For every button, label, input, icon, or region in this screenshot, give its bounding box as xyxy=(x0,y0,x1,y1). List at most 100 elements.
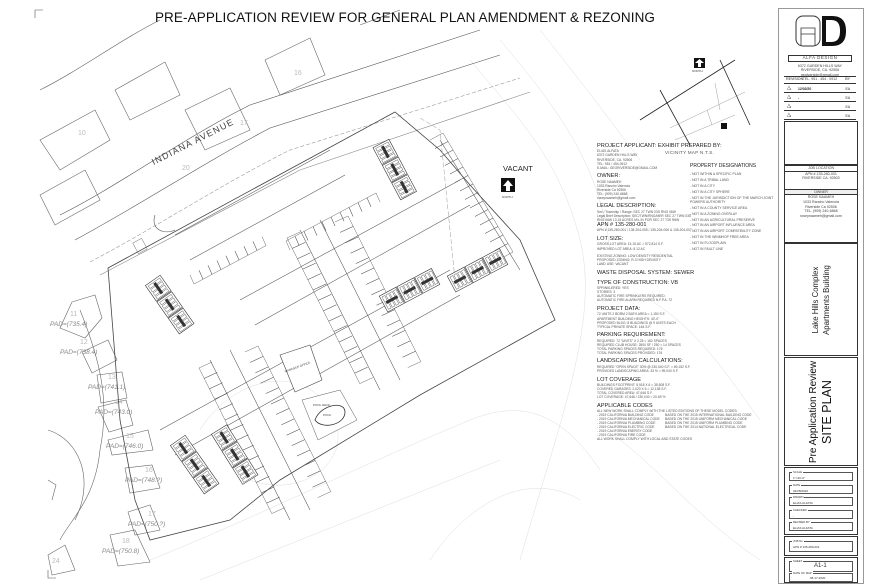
notes-line: REQUIRED "OPEN SPACE" 30% @ 230,040 S.F.… xyxy=(597,364,691,369)
sheet-title-box: Pre Application Review SITE PLAN xyxy=(784,357,858,466)
notes-line: TOTAL COVERED AREA: 47,646 S.F. xyxy=(597,391,653,396)
map-date-label: DATE OF MAP xyxy=(792,571,813,575)
parking-stall xyxy=(255,476,275,494)
crosswalk xyxy=(132,238,148,254)
code-row: - 2019 CALIFORNIA ENERGY CODE xyxy=(597,429,777,433)
notes-line: Sec / Township / Range: SEC 27 TWN 03S R… xyxy=(597,209,676,214)
job-location-city: RIVERSIDE CA. 92503 xyxy=(802,176,840,181)
owner-line: TEL. (909) 240-6868 xyxy=(804,209,838,214)
designation-item: - NOT IN AN AGRICULTURAL PRESERVE xyxy=(690,217,755,222)
job-number-box: JOB No APN # 135-280-001 xyxy=(784,536,858,556)
field-label: SCALE xyxy=(792,470,804,474)
parking-stall xyxy=(402,350,422,368)
revision-row: △2-EA xyxy=(784,93,856,102)
notes-line: TEL: 951 / 454-0912 xyxy=(597,161,628,166)
revision-by: EA xyxy=(845,95,850,100)
parking-stall xyxy=(216,255,231,270)
notes-heading: LOT COVERAGE xyxy=(597,376,642,383)
parking-stall xyxy=(250,356,269,374)
apartment-buildings xyxy=(145,138,509,495)
apartment-building xyxy=(372,138,417,201)
parking-stall xyxy=(334,215,354,233)
notes-line: RNG 06W 13.15 ACRES M/L IN POR SEC 27 T3… xyxy=(597,217,680,222)
title-block: ALFA DESIGN 6372 GARDEN HILLS WAY RIVERS… xyxy=(778,8,864,584)
parking-stall xyxy=(357,197,372,212)
designation-item: - NOT WITHIN A SPECIFIC PLAN xyxy=(690,172,742,176)
drive-aisles xyxy=(159,139,521,521)
parking-stall xyxy=(260,376,280,394)
parking-stall xyxy=(381,309,401,327)
notes-line: E-MAIL: GEORIVERSIDE@GMAIL.COM xyxy=(597,165,658,170)
field-value: 04/28/2020 xyxy=(793,488,809,493)
notes-section: EXISTING ZONING: LOW DENSITY RESIDENTIAL… xyxy=(597,254,777,266)
parking-stall xyxy=(281,418,300,436)
codes-footer: ALL WORK SHALL COMPLY WITH LOCAL AND STA… xyxy=(597,437,693,442)
firm-address-line: RIVERSIDE, CA. 92506 xyxy=(800,68,840,73)
apartment-building xyxy=(378,268,441,313)
contour-lines xyxy=(149,29,761,581)
notes-line: TOTAL PARKING SPACES PROVIDED: 176 xyxy=(597,350,663,355)
parking-stall xyxy=(198,265,213,280)
lot-number: 17 xyxy=(240,120,248,127)
codes-intro: ALL NEW WORK SHALL COMPLY WITH THE LISTE… xyxy=(597,409,738,414)
code-basis: BASED ON THE 2015 UNIFORM MECHANICAL COD… xyxy=(665,417,747,422)
field-value: - xyxy=(793,513,794,518)
parking-stall xyxy=(198,361,218,379)
parking-stall xyxy=(252,236,267,251)
notes-line: APARTMENT BUILDING HEIGHTS: 40'-0" xyxy=(597,316,660,321)
corner-mark xyxy=(34,9,43,18)
parking-stall xyxy=(189,270,204,285)
parking-stall xyxy=(339,207,354,222)
vacant-label: VACANT xyxy=(503,164,533,173)
designation-item: - NOT IN A CITY xyxy=(690,183,715,188)
vicinity-north-arrow-icon xyxy=(694,58,705,68)
pad-elevation-label: PAD=(748.?) xyxy=(125,477,163,484)
north-label: NORTH xyxy=(502,195,513,199)
code-basis: BASED ON THE 2014 NATIONAL ELECTRICAL CO… xyxy=(665,425,747,430)
parking-stall xyxy=(243,241,258,256)
property-designations-heading: PROPERTY DESIGNATIONS xyxy=(690,163,757,169)
pad-elevation-label: PAD=(746.0) xyxy=(106,443,144,450)
lot-number: 16 xyxy=(294,70,302,77)
parking-stall xyxy=(265,387,285,405)
parking-stall xyxy=(302,460,321,478)
parking-stall xyxy=(219,403,239,421)
notes-line: ROSE NAAMEH xyxy=(597,179,622,184)
neighbor-lots xyxy=(39,9,401,576)
manager-office-building xyxy=(279,344,323,393)
notes-line: AUTOMATIC FIRE ALARM REQUIRED N.F.P.A. 7… xyxy=(597,298,673,303)
firm-phone: TEL. 951 . 454 . 0912 xyxy=(802,77,838,82)
drawing-info-field: CHECKED- xyxy=(789,507,853,519)
code-name: - 2019 CALIFORNIA MECHANICAL CODE xyxy=(597,417,660,422)
pad-elevation-label: PAD=(738.4) xyxy=(60,349,98,356)
vicinity-north-label: NORTH xyxy=(692,69,703,73)
firm-name: ALFA DESIGN xyxy=(788,55,852,62)
parking-stall xyxy=(286,428,306,446)
parking-stall xyxy=(303,226,318,241)
apn-heading: APN # 135-280-001 xyxy=(597,222,647,229)
parking-stall xyxy=(366,278,385,296)
notes-line: STORIES: 3 xyxy=(597,290,616,295)
notes-line: BUILDINGS FOOTPRINT: 5,918 X 6 = 35,508 … xyxy=(597,382,671,387)
vicinity-map xyxy=(639,59,751,146)
notes-heading: PARKING REQUIREMENT: xyxy=(597,332,666,339)
parking-stall xyxy=(266,496,285,514)
parking-stall xyxy=(234,246,249,261)
designation-item: - NOT IN A COUNTY SERVICE AREA xyxy=(690,205,748,210)
sheet-title: Pre Application Review xyxy=(808,360,819,463)
code-basis: BASED ON THE 2015 UNIFORM PLUMBING CODE xyxy=(665,421,743,426)
notes-line: TEL: (909) 240-6868 xyxy=(597,191,628,196)
revision-by: EA xyxy=(845,113,850,118)
owner-line: Riverside Ca 92506 xyxy=(805,204,837,209)
by-header: BY xyxy=(845,77,850,81)
notes-section: PARKING REQUIREMENT:REQUIRED: 72 "UNITS"… xyxy=(597,332,777,355)
vicinity-map-caption: VICINITY MAP N.T.S. xyxy=(665,150,715,155)
